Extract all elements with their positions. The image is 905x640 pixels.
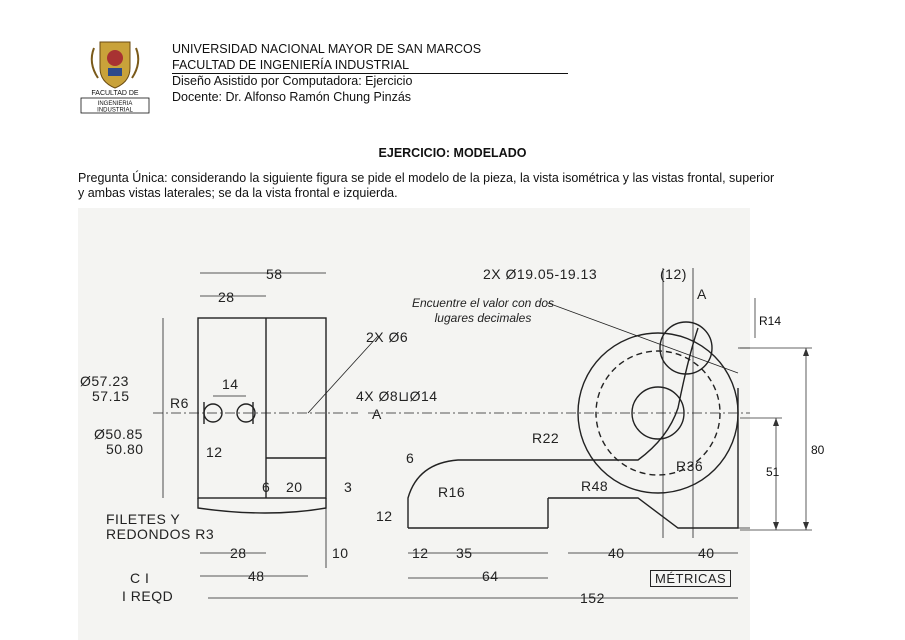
dim-64: 64 (482, 568, 499, 584)
faculty-logo: FACULTAD DE INGENIERIA INDUSTRIAL (78, 38, 152, 114)
dim-2x-19: 2X Ø19.05-19.13 (483, 266, 598, 282)
dim-12-bottom: 12 (412, 545, 429, 561)
dim-50-85: Ø50.85 (94, 426, 143, 442)
drawing-lines (153, 268, 750, 599)
technical-drawing: 58 28 2X Ø6 Ø57.23 57.15 14 R6 Ø50.85 50… (78, 208, 750, 640)
dim-4x-8: 4X Ø8⊔Ø14 (356, 388, 438, 404)
dim-2x-6: 2X Ø6 (366, 329, 409, 345)
dim-40-b: 40 (698, 545, 715, 561)
section-a-left: A (372, 406, 382, 422)
dim-152: 152 (580, 590, 605, 606)
dim-r36: R36 (676, 458, 704, 474)
university-name: UNIVERSIDAD NACIONAL MAYOR DE SAN MARCOS (172, 42, 482, 56)
question-text: Pregunta Única: considerando la siguient… (78, 171, 775, 200)
logo-line2: INGENIERIA (98, 101, 133, 107)
logo-line3: INDUSTRIAL (97, 108, 133, 114)
required-qty: I REQD (122, 588, 174, 604)
dim-50-80: 50.80 (106, 441, 144, 457)
dim-28-bottom: 28 (230, 545, 247, 561)
dim-28-top: 28 (218, 289, 235, 305)
dim-40-a: 40 (608, 545, 625, 561)
units-label: MÉTRICAS (650, 570, 732, 587)
logo-line1: FACULTAD DE (91, 90, 139, 97)
dim-r16: R16 (438, 484, 466, 500)
dim-48: 48 (248, 568, 265, 584)
dim-20: 20 (286, 479, 303, 495)
dim-12-mid: 12 (376, 508, 393, 524)
section-a-top: A (697, 286, 707, 302)
exercise-title: EJERCICIO: MODELADO (378, 146, 527, 160)
dim-12-paren: (12) (660, 266, 687, 282)
dim-6-mid: 6 (406, 450, 415, 466)
note-line2: lugares decimales (434, 311, 532, 325)
dim-r6: R6 (170, 395, 189, 411)
callout-r14: R14 (759, 314, 782, 328)
fillets-line1: FILETES Y (106, 511, 181, 527)
dim-57-15: 57.15 (92, 388, 130, 404)
part-code: C I (130, 570, 150, 586)
document-header: UNIVERSIDAD NACIONAL MAYOR DE SAN MARCOS… (172, 42, 568, 105)
course-name: Diseño Asistido por Computadora: Ejercic… (172, 74, 413, 88)
dim-58: 58 (266, 266, 283, 282)
note-line1: Encuentre el valor con dos (411, 296, 555, 310)
teacher-name: Docente: Dr. Alfonso Ramón Chung Pinzás (172, 89, 412, 104)
dim-14: 14 (222, 376, 239, 392)
callout-80: 80 (811, 443, 825, 457)
dim-6-left: 6 (262, 479, 271, 495)
dim-35: 35 (456, 545, 473, 561)
dim-3: 3 (344, 479, 353, 495)
fillets-line2: REDONDOS R3 (106, 526, 215, 542)
dim-10: 10 (332, 545, 349, 561)
faculty-name: FACULTAD DE INGENIERÍA INDUSTRIAL (172, 57, 410, 72)
dim-12-left: 12 (206, 444, 223, 460)
dim-r48: R48 (581, 478, 609, 494)
dim-57-23: Ø57.23 (80, 373, 129, 389)
callout-51: 51 (766, 465, 780, 479)
dim-r22: R22 (532, 430, 560, 446)
